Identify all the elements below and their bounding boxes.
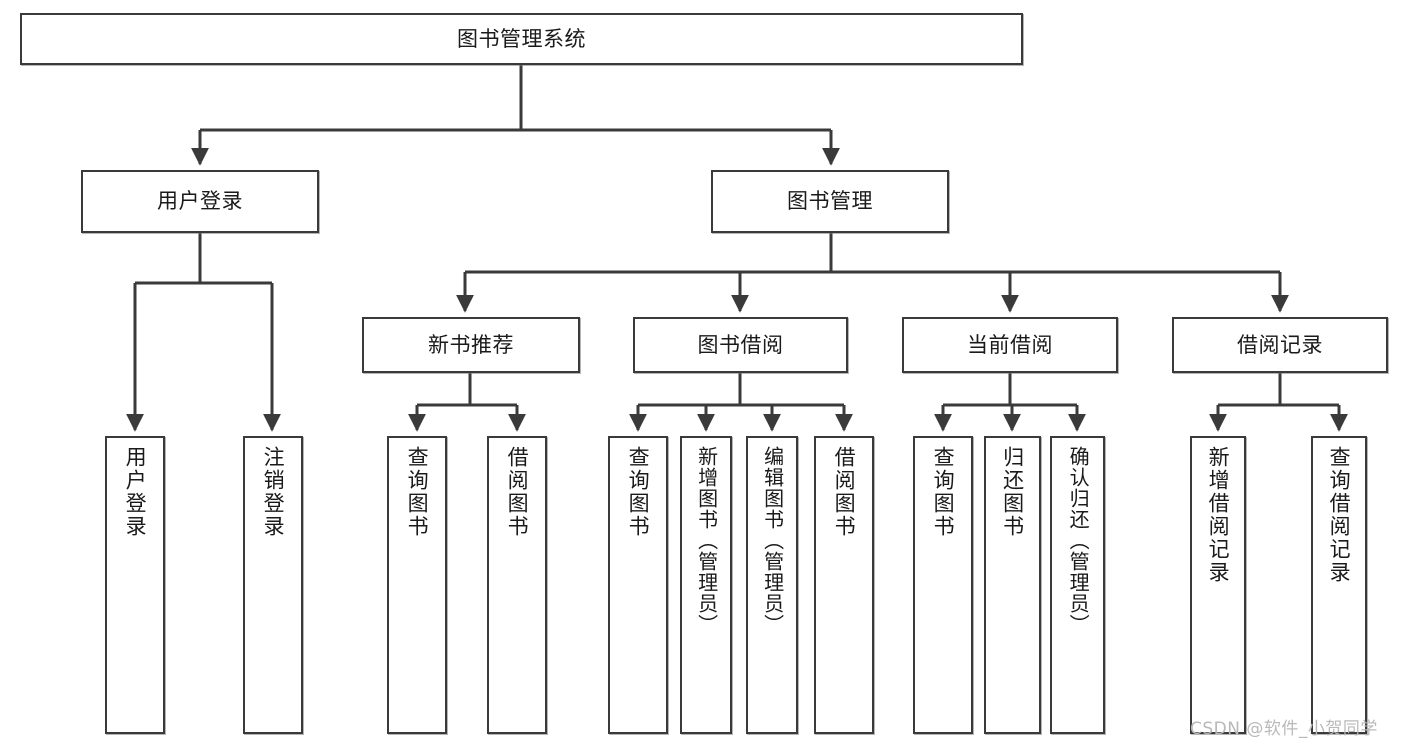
node-book-borrow[interactable]: 图书借阅 <box>633 317 848 373</box>
node-leaf-logout[interactable]: 注销登录 <box>243 436 303 734</box>
node-current-borrow[interactable]: 当前借阅 <box>902 317 1118 373</box>
node-book-manage-label: 图书管理 <box>787 189 873 214</box>
node-leaf-add-record[interactable]: 新增借阅记录 <box>1190 436 1246 734</box>
node-leaf-query-book-3[interactable]: 查询图书 <box>913 436 973 734</box>
node-new-book-rec-label: 新书推荐 <box>428 332 514 357</box>
node-book-manage[interactable]: 图书管理 <box>711 170 949 233</box>
connectors <box>126 65 1348 432</box>
node-leaf-add-book[interactable]: 新增图书（管理员） <box>680 436 732 734</box>
node-leaf-query-book-2[interactable]: 查询图书 <box>608 436 668 734</box>
node-leaf-query-book-1[interactable]: 查询图书 <box>387 436 447 734</box>
node-leaf-borrow-book-1[interactable]: 借阅图书 <box>487 436 547 734</box>
node-borrow-record-label: 借阅记录 <box>1237 332 1323 357</box>
node-leaf-query-book-1-label: 查询图书 <box>405 446 430 538</box>
node-new-book-rec[interactable]: 新书推荐 <box>362 317 580 373</box>
node-book-borrow-label: 图书借阅 <box>697 332 784 357</box>
node-root-label: 图书管理系统 <box>457 26 586 51</box>
node-leaf-query-record[interactable]: 查询借阅记录 <box>1311 436 1367 734</box>
node-leaf-borrow-book-2-label: 借阅图书 <box>832 446 857 538</box>
node-user-login[interactable]: 用户登录 <box>81 170 319 233</box>
node-leaf-borrow-book-1-label: 借阅图书 <box>505 446 530 538</box>
node-leaf-confirm-return[interactable]: 确认归还（管理员） <box>1050 436 1105 734</box>
node-root[interactable]: 图书管理系统 <box>20 13 1023 65</box>
node-borrow-record[interactable]: 借阅记录 <box>1172 317 1388 373</box>
node-leaf-query-book-2-label: 查询图书 <box>626 446 651 538</box>
node-leaf-borrow-book-2[interactable]: 借阅图书 <box>814 436 874 734</box>
node-leaf-add-book-label: 新增图书（管理员） <box>694 446 719 635</box>
node-leaf-query-book-3-label: 查询图书 <box>931 446 956 538</box>
node-leaf-user-login[interactable]: 用户登录 <box>105 436 165 734</box>
node-leaf-query-record-label: 查询借阅记录 <box>1327 446 1352 584</box>
node-leaf-logout-label: 注销登录 <box>261 446 286 538</box>
node-leaf-edit-book[interactable]: 编辑图书（管理员） <box>746 436 798 734</box>
node-leaf-edit-book-label: 编辑图书（管理员） <box>760 446 785 635</box>
node-leaf-return-book-label: 归还图书 <box>1000 446 1025 538</box>
node-user-login-label: 用户登录 <box>157 189 243 214</box>
watermark: CSDN @软件_小贺同学 <box>1190 719 1378 739</box>
node-leaf-return-book[interactable]: 归还图书 <box>984 436 1041 734</box>
node-leaf-add-record-label: 新增借阅记录 <box>1206 446 1231 584</box>
node-leaf-user-login-label: 用户登录 <box>123 446 148 538</box>
node-current-borrow-label: 当前借阅 <box>967 332 1053 357</box>
node-leaf-confirm-return-label: 确认归还（管理员） <box>1066 446 1091 635</box>
